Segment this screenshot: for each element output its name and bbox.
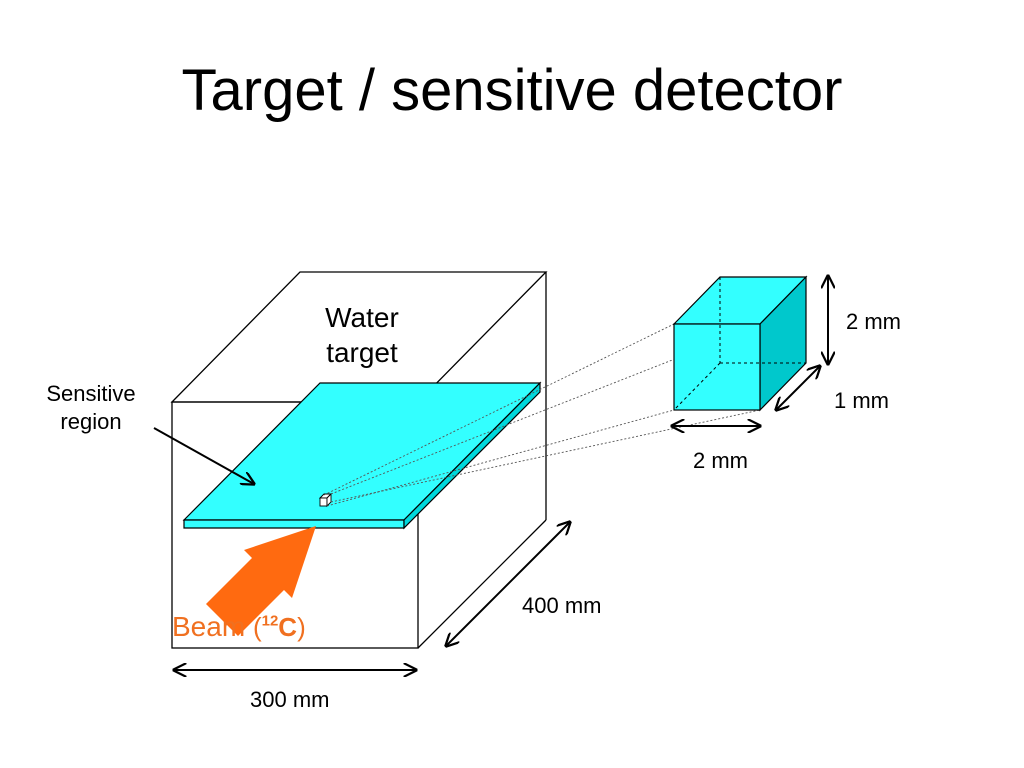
page-title: Target / sensitive detector bbox=[181, 58, 843, 123]
water-target-label-line2: target bbox=[326, 337, 398, 368]
beam-isotope-element: C bbox=[278, 612, 298, 642]
beam-paren-open: ( bbox=[252, 612, 262, 642]
beam-arrow bbox=[206, 526, 316, 636]
voxel-height-label: 2 mm bbox=[846, 309, 901, 334]
voxel-cube bbox=[672, 275, 808, 412]
sensitive-region-label-line1: Sensitive bbox=[46, 381, 136, 406]
water-target-label-line1: Water bbox=[325, 302, 399, 333]
beam-word: Beam bbox=[172, 611, 246, 642]
depth-dimension-label: 400 mm bbox=[522, 593, 602, 618]
sensitive-region-slab bbox=[182, 381, 542, 530]
beam-isotope-mass: 12 bbox=[261, 612, 279, 630]
voxel-width-label: 2 mm bbox=[693, 448, 748, 473]
sensitive-region-label-line2: region bbox=[60, 408, 122, 434]
voxel-depth-arrow bbox=[776, 366, 820, 410]
small-voxel bbox=[318, 492, 333, 508]
beam-paren-close: ) bbox=[297, 612, 306, 642]
sensitive-region-pointer bbox=[153, 427, 254, 484]
voxel-depth-label: 1 mm bbox=[834, 388, 889, 413]
water-target-label: Water target bbox=[306, 300, 418, 370]
width-dimension-label: 300 mm bbox=[250, 687, 330, 712]
depth-dimension-arrow bbox=[446, 522, 570, 646]
sensitive-region-label: Sensitive region bbox=[26, 380, 156, 435]
beam-label: Beam (12C) bbox=[172, 609, 306, 644]
